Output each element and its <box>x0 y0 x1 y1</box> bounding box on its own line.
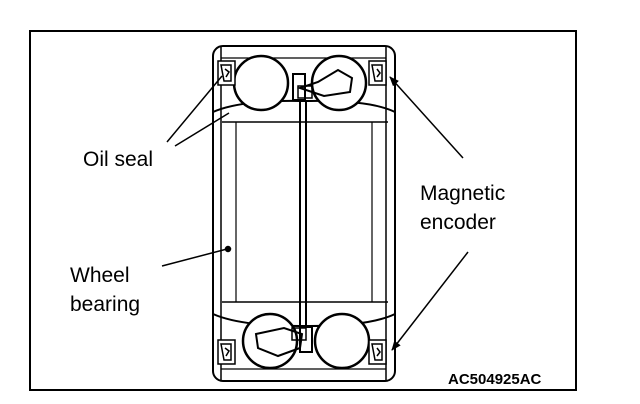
magnetic-encoder-label-line1: Magnetic <box>420 182 506 205</box>
figure-frame <box>29 30 577 391</box>
oil-seal-leader-bottom <box>174 112 230 147</box>
oil-seal-leader-top <box>166 75 223 143</box>
wheel-bearing-label-line1: Wheel <box>70 264 130 287</box>
lower-rolling-elements <box>241 312 371 370</box>
wheel-bearing-leader-dot <box>224 245 232 253</box>
figure-code-label: AC504925AC <box>448 371 542 388</box>
magnetic-encoder-label-line2: encoder <box>420 211 496 234</box>
encoder-arrow-bottom <box>391 251 469 351</box>
magnetic-encoder-top <box>368 60 387 86</box>
magnetic-encoder-bottom <box>368 339 387 365</box>
oil-seal-label: Oil seal <box>83 148 154 171</box>
encoder-arrow-top <box>389 76 464 159</box>
leader-lines <box>161 75 469 351</box>
wheel-bearing-label-line2: bearing <box>70 293 141 316</box>
wheel-bearing-leader <box>161 248 228 267</box>
oil-seal-bottom <box>217 339 236 365</box>
oil-seal-top <box>217 60 236 86</box>
